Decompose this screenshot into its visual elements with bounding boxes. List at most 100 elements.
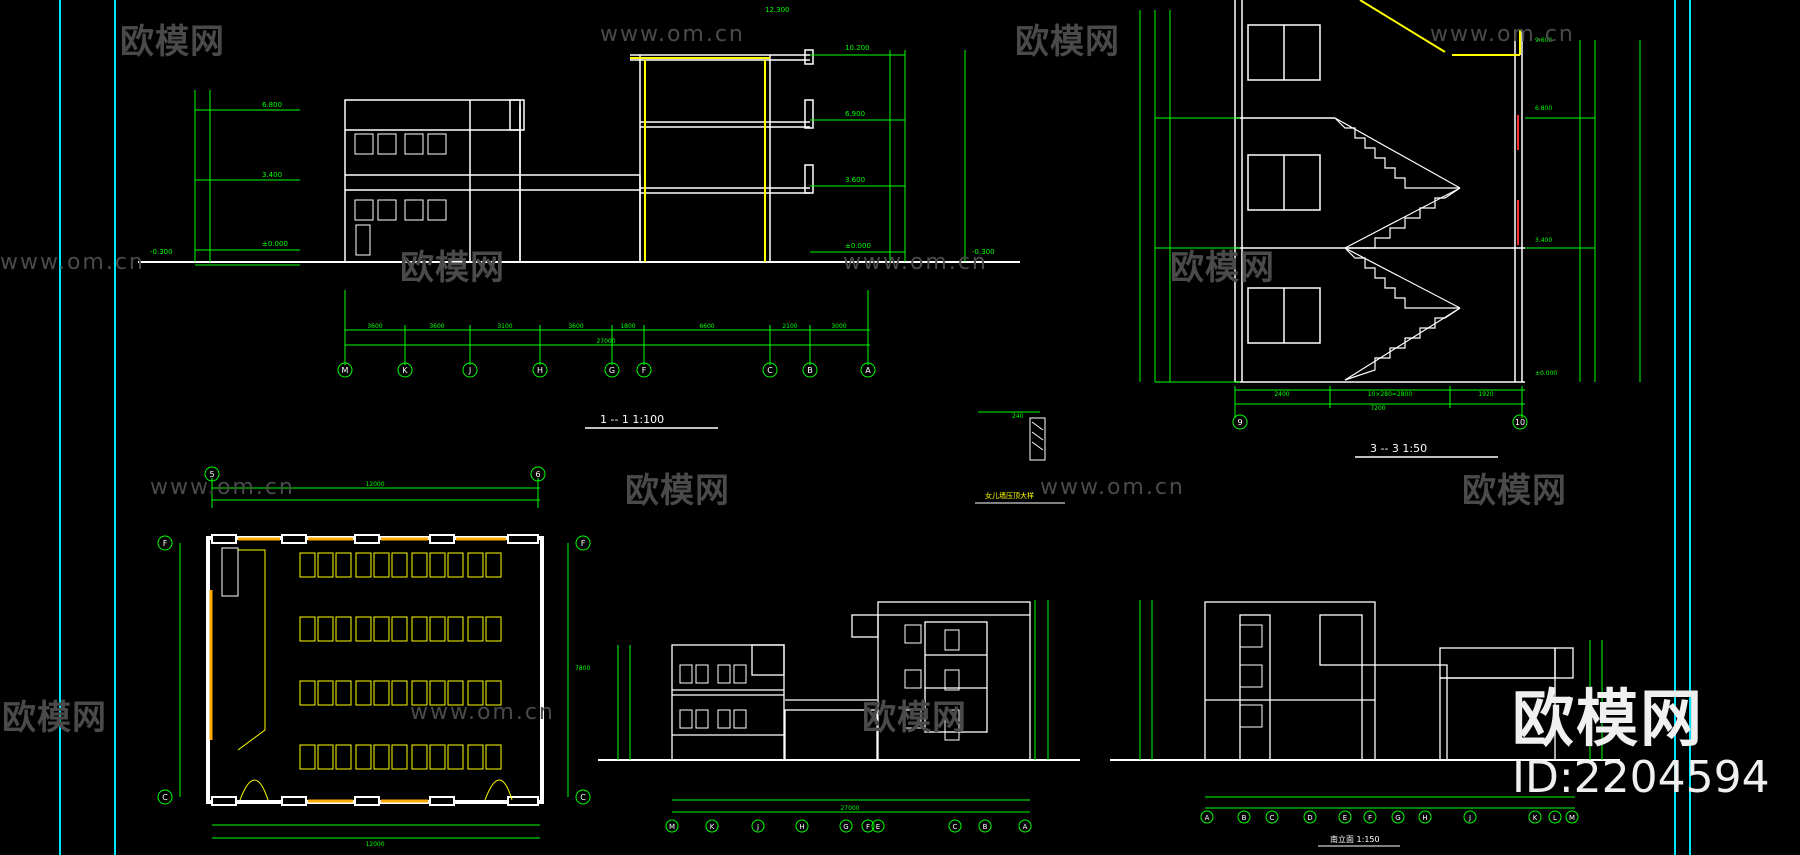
axis-G: G xyxy=(609,366,615,375)
plan-total: 12000 xyxy=(365,481,384,488)
classroom-plan: 12000 5 6 F F C C xyxy=(157,466,591,848)
detail-dim: 240 xyxy=(1012,413,1024,420)
section-3-3: 9.600 6.800 3.400 ±0.000 2400 10×280=280… xyxy=(1139,0,1641,458)
watermark: 欧模网 xyxy=(120,22,225,62)
dim-5: 1800 xyxy=(620,323,635,330)
watermark: 欧模网 xyxy=(1170,248,1275,288)
dim-6: 6600 xyxy=(699,323,714,330)
watermark: 欧模网 xyxy=(1015,22,1120,62)
watermark: 欧模网 xyxy=(1462,471,1567,511)
watermark-url: www.om.cn xyxy=(600,22,745,47)
level-minus: -0.300 xyxy=(972,248,995,256)
se-axis-4: E xyxy=(1343,814,1347,822)
fe-axis-4: G xyxy=(843,823,848,831)
s33-dim-3: 1920 xyxy=(1478,391,1493,398)
axis-M: M xyxy=(342,366,349,375)
watermark-url: www.om.cn xyxy=(843,250,988,275)
fe-axis-3: H xyxy=(799,823,804,831)
axis-H: H xyxy=(537,366,543,375)
dim-1: 3600 xyxy=(367,323,382,330)
dim-4: 3600 xyxy=(568,323,583,330)
watermark-url: www.om.cn xyxy=(0,250,145,275)
side-elevation-title: 南立面 1:150 xyxy=(1330,834,1380,844)
fe-axis-9: A xyxy=(1023,823,1028,831)
fe-total: 27000 xyxy=(840,805,859,812)
level-0: ±0.000 xyxy=(845,242,871,250)
left-level-3: ±0.000 xyxy=(262,240,288,248)
desk-grid xyxy=(299,552,502,770)
plan-axis-F-right: F xyxy=(581,539,586,548)
s33-dim-2: 10×280=2800 xyxy=(1368,391,1413,398)
fe-axis-6: E xyxy=(876,823,880,831)
axis-K: K xyxy=(402,366,408,375)
fe-axis-5: F xyxy=(866,823,870,831)
sheet-frame xyxy=(59,0,1691,855)
watermark-url: www.om.cn xyxy=(150,475,295,500)
dim-2: 3600 xyxy=(429,323,444,330)
watermark-url: www.om.cn xyxy=(410,700,555,725)
dim-7: 2100 xyxy=(782,323,797,330)
s33-level-3: 3.400 xyxy=(1535,237,1552,244)
watermark-url: www.om.cn xyxy=(1040,475,1185,500)
s33-level-4: ±0.000 xyxy=(1535,370,1557,377)
axis-10: 10 xyxy=(1515,418,1525,427)
fe-axis-0: M xyxy=(669,823,675,831)
left-level-2: 3.400 xyxy=(262,171,282,179)
watermark-url: www.om.cn xyxy=(1430,22,1575,47)
fe-axis-7: C xyxy=(953,823,958,831)
level-6900: 6.900 xyxy=(845,110,865,118)
s33-level-2: 6.800 xyxy=(1535,105,1552,112)
brand-logo-text: 欧模网 xyxy=(1512,682,1705,755)
left-level-4: -0.300 xyxy=(150,248,173,256)
left-level-1: 6.800 xyxy=(262,101,282,109)
s33-dim-1: 2400 xyxy=(1274,391,1289,398)
section-1-1-title: 1 -- 1 1:100 xyxy=(600,413,664,426)
plan-axis-C-left: C xyxy=(162,793,168,802)
se-axis-1: B xyxy=(1242,814,1247,822)
plan-depth: 7800 xyxy=(575,665,590,672)
s33-level-1: 9.600 xyxy=(1535,37,1552,44)
se-axis-3: D xyxy=(1307,814,1312,822)
axis-9: 9 xyxy=(1237,418,1242,427)
front-elevation: M K J H G F E C B A 27000 xyxy=(598,600,1080,833)
se-axis-7: H xyxy=(1422,814,1427,822)
axis-A: A xyxy=(865,366,871,375)
fe-axis-1: K xyxy=(710,823,715,831)
level-3600: 3.600 xyxy=(845,176,865,184)
watermark: 欧模网 xyxy=(625,471,730,511)
se-axis-2: C xyxy=(1270,814,1275,822)
se-axis-5: F xyxy=(1368,814,1372,822)
se-axis-0: A xyxy=(1205,814,1210,822)
fe-axis-2: J xyxy=(756,823,759,831)
se-axis-8: J xyxy=(1468,814,1471,822)
axis-C: C xyxy=(767,366,773,375)
section-3-3-title: 3 -- 3 1:50 xyxy=(1370,442,1427,455)
se-axis-10: L xyxy=(1553,814,1557,822)
plan-bottom-total: 12000 xyxy=(365,841,384,848)
fe-axis-8: B xyxy=(983,823,988,831)
level-10200: 10.200 xyxy=(845,44,870,52)
plan-axis-5: 5 xyxy=(209,470,214,479)
level-12300: 12.300 xyxy=(765,6,790,14)
section-1-1: 6.800 3.400 ±0.000 -0.300 12.300 10.200 … xyxy=(138,6,1020,429)
dim-8: 3000 xyxy=(831,323,846,330)
watermark: 欧模网 xyxy=(862,698,967,738)
axis-F: F xyxy=(642,366,647,375)
model-id: ID:2204594 xyxy=(1512,752,1770,803)
plan-axis-F-left: F xyxy=(163,539,168,548)
dim-total: 27000 xyxy=(596,338,615,345)
watermark: 欧模网 xyxy=(2,698,107,738)
plan-axis-6: 6 xyxy=(535,470,540,479)
watermark: 欧模网 xyxy=(400,248,505,288)
se-axis-6: G xyxy=(1395,814,1400,822)
axis-B: B xyxy=(807,366,813,375)
s33-dim-total: 7200 xyxy=(1370,405,1385,412)
se-axis-11: M xyxy=(1569,814,1575,822)
detail-title: 女儿墙压顶大样 xyxy=(985,491,1034,500)
axis-bubbles-1-1 xyxy=(337,362,876,378)
parapet-detail: 240 女儿墙压顶大样 xyxy=(975,411,1065,504)
se-axis-9: K xyxy=(1533,814,1538,822)
plan-axis-C-right: C xyxy=(580,793,586,802)
side-elevation: A B C D E F G H J K L M 南立面 1:150 xyxy=(1110,600,1620,847)
